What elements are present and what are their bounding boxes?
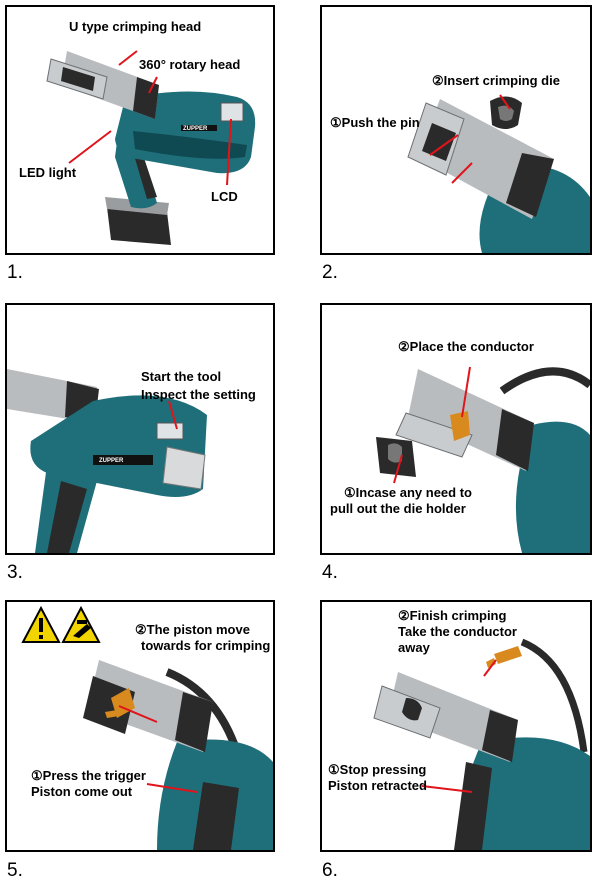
label-u-type-head: U type crimping head	[69, 19, 202, 34]
label-take-conductor: Take the conductor	[398, 624, 517, 639]
lcd-screen	[220, 102, 244, 122]
hand-crush-warning-icon	[61, 605, 101, 643]
step-number: 6.	[322, 860, 338, 881]
label-piston-move: ②The piston move	[135, 622, 250, 637]
battery	[107, 207, 171, 245]
step-1-illustration	[46, 50, 256, 245]
step-number: 2.	[322, 262, 338, 283]
step-3-illustration	[7, 369, 208, 553]
handle	[193, 782, 239, 850]
step-number: 1.	[7, 262, 23, 283]
label-stop-pressing: ①Stop pressing	[328, 762, 427, 777]
step-2-panel: ②Insert crimping die ①Push the pin	[320, 5, 592, 255]
warning-triangle-icon	[21, 605, 61, 643]
label-away: away	[398, 640, 430, 655]
label-push-pin: ①Push the pin	[330, 115, 420, 130]
step-3-panel: Start the tool Inspect the setting ZUPPE…	[5, 303, 275, 555]
brand-logo: ZUPPER	[183, 126, 208, 132]
label-lcd: LCD	[211, 189, 238, 204]
label-piston-out: Piston come out	[31, 784, 133, 799]
label-rotary-head: 360° rotary head	[139, 57, 241, 72]
label-place-conductor: ②Place the conductor	[398, 339, 534, 354]
brand-logo: ZUPPER	[99, 458, 124, 464]
step-4-illustration	[376, 366, 590, 553]
step-6-illustration	[373, 638, 590, 850]
label-incase: ①Incase any need to	[344, 485, 472, 500]
step-number: 3.	[7, 562, 23, 583]
tool-body	[30, 395, 208, 497]
step-1-panel: U type crimping head 360° rotary head LE…	[5, 5, 275, 255]
label-finish-crimping: ②Finish crimping	[398, 608, 507, 623]
step-5-panel: ②The piston move towards for crimping ①P…	[5, 600, 275, 852]
hydraulic-hose	[520, 638, 588, 753]
label-inspect-setting: Inspect the setting	[141, 387, 256, 402]
label-insert-die: ②Insert crimping die	[432, 73, 560, 88]
step-number: 5.	[7, 860, 23, 881]
hydraulic-hose	[499, 367, 590, 395]
step-2-illustration	[407, 94, 590, 253]
conductor-lug	[450, 411, 470, 441]
handle	[454, 762, 492, 850]
label-towards-crimping: towards for crimping	[141, 638, 271, 653]
label-start-tool: Start the tool	[141, 369, 222, 384]
label-piston-retracted: Piston retracted	[328, 778, 427, 793]
label-pull-die-holder: pull out the die holder	[330, 501, 466, 516]
conductor-lug	[494, 646, 522, 664]
label-led-light: LED light	[19, 165, 77, 180]
lcd-screen	[156, 422, 184, 440]
step-5-illustration	[21, 605, 273, 850]
label-press-trigger: ①Press the trigger	[31, 768, 146, 783]
step-4-panel: ②Place the conductor ①Incase any need to…	[320, 303, 592, 555]
step-6-panel: ②Finish crimping Take the conductor away…	[320, 600, 592, 852]
step-number: 4.	[322, 562, 338, 583]
